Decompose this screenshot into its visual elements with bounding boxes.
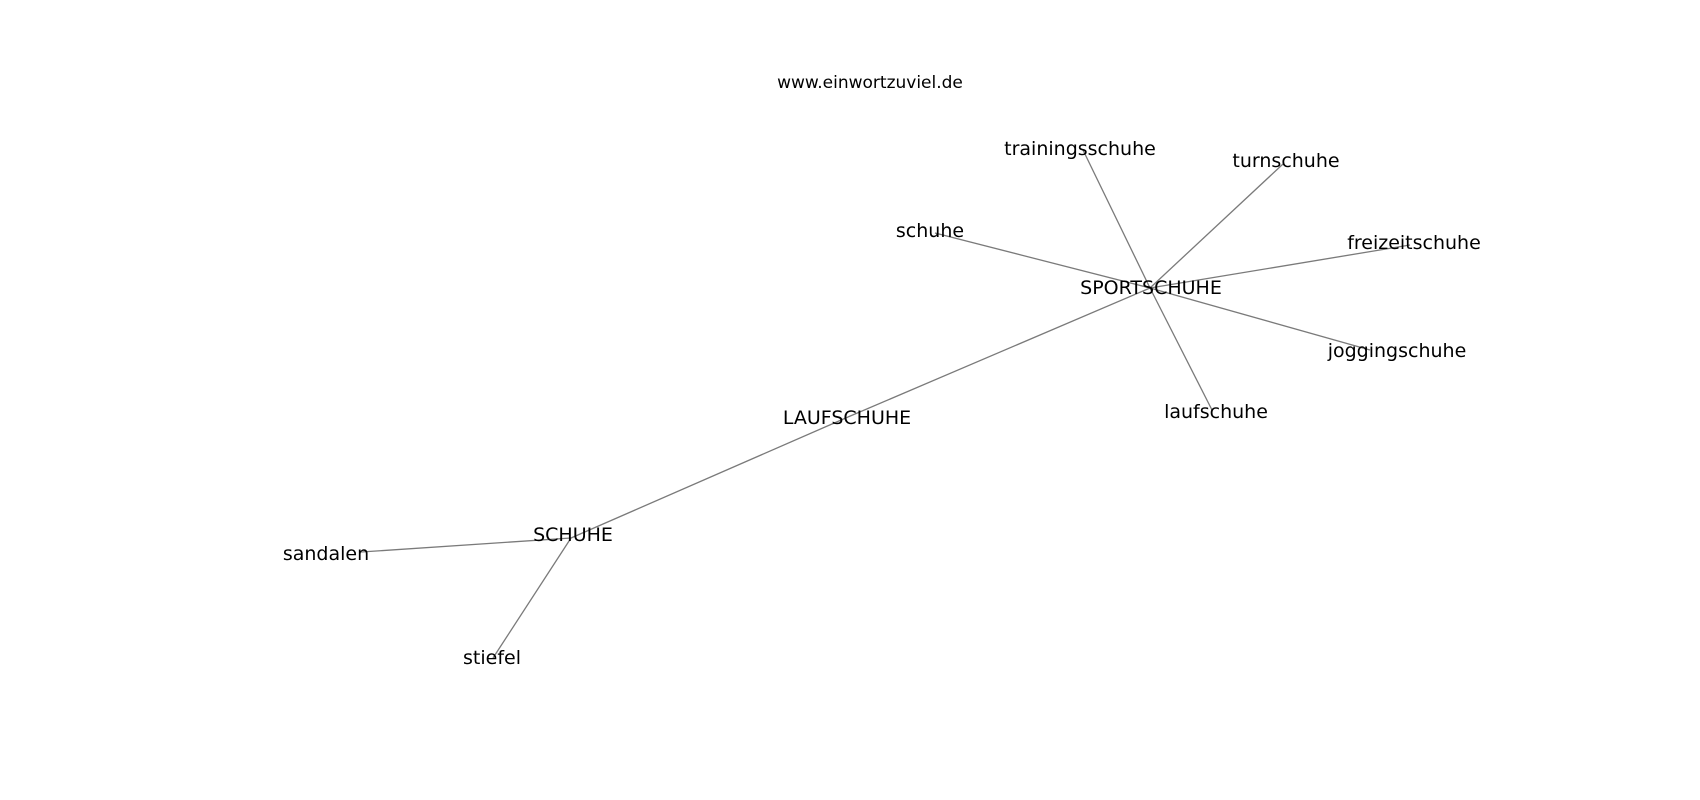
edge-laufschuhe-schuhe: [570, 416, 849, 539]
edge-sportschuhe-laufschuhe_small: [1149, 287, 1213, 411]
edge-sportschuhe-trainingsschuhe: [1082, 149, 1151, 289]
labels-layer: SPORTSCHUHE trainingsschuhe turnschuhe schu…: [283, 138, 1481, 669]
node-label-sandalen: sandalen: [283, 543, 369, 565]
node-label-stiefel: stiefel: [463, 647, 521, 669]
edge-sportschuhe-freizeitschuhe: [1149, 244, 1411, 289]
node-label-joggingschuhe: joggingschuhe: [1327, 340, 1467, 362]
node-label-schuhe_small: schuhe: [896, 220, 964, 242]
edges-layer: [360, 149, 1411, 659]
edge-sportschuhe-schuhe_small: [934, 232, 1151, 289]
edge-sportschuhe-turnschuhe: [1149, 163, 1284, 289]
node-label-schuhe: SCHUHE: [533, 524, 613, 546]
edge-schuhe-sandalen: [360, 537, 572, 553]
node-label-laufschuhe_small: laufschuhe: [1164, 401, 1268, 423]
node-label-turnschuhe: turnschuhe: [1232, 150, 1339, 172]
node-label-trainingsschuhe: trainingsschuhe: [1004, 138, 1156, 160]
node-label-sportschuhe: SPORTSCHUHE: [1080, 277, 1222, 299]
node-label-laufschuhe: LAUFSCHUHE: [783, 407, 911, 429]
edge-sportschuhe-laufschuhe: [847, 287, 1151, 418]
edge-schuhe-stiefel: [492, 537, 572, 659]
node-label-freizeitschuhe: freizeitschuhe: [1347, 232, 1481, 254]
edge-sportschuhe-joggingschuhe: [1149, 287, 1371, 351]
site-watermark-text: www.einwortzuviel.de: [777, 73, 963, 93]
